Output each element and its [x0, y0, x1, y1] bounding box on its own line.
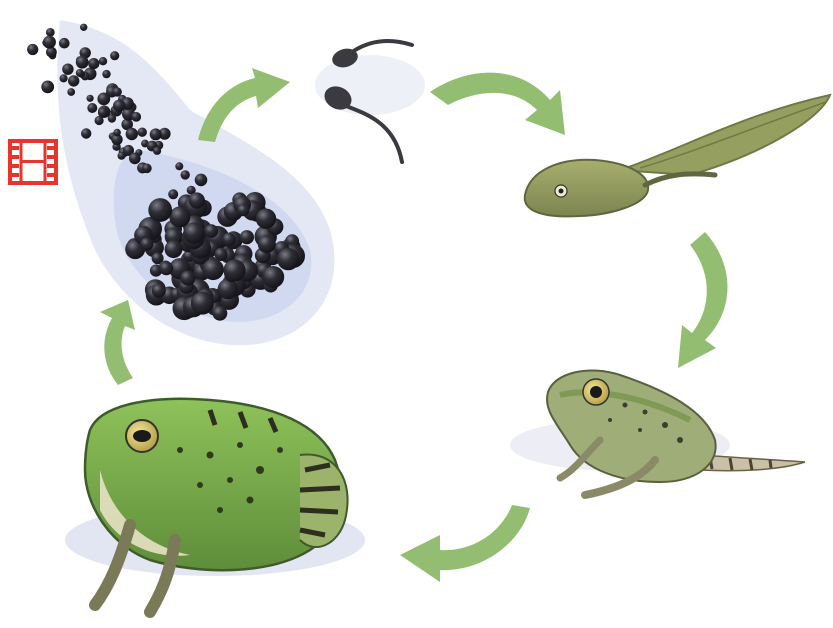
egg	[150, 128, 162, 140]
egg	[60, 74, 68, 82]
egg	[43, 36, 56, 49]
egg	[118, 152, 126, 160]
arrow-tadpole-to-froglet-icon	[678, 232, 728, 368]
egg	[76, 69, 84, 77]
egg	[88, 58, 99, 69]
egg	[181, 170, 190, 179]
egg	[214, 248, 227, 261]
film-icon[interactable]	[8, 139, 58, 185]
egg	[240, 230, 254, 244]
arrow-adult-to-eggs-icon	[100, 300, 135, 385]
egg	[113, 87, 122, 96]
frog-spawn-eggs-icon	[27, 20, 334, 345]
egg	[62, 63, 73, 74]
egg	[76, 56, 89, 69]
egg	[262, 266, 284, 288]
egg	[142, 164, 152, 174]
egg	[258, 235, 276, 253]
egg	[99, 57, 107, 65]
egg	[113, 100, 125, 112]
egg	[46, 28, 55, 37]
egg	[113, 129, 121, 137]
egg	[213, 306, 228, 321]
tadpole-icon	[525, 95, 830, 216]
arrow-eggs-to-hatchlings-icon	[198, 68, 290, 142]
egg	[108, 114, 116, 122]
egg	[68, 75, 79, 86]
egg	[277, 248, 299, 270]
egg	[80, 24, 87, 31]
tadpole-hatchlings-icon	[315, 41, 425, 162]
egg	[180, 271, 195, 286]
adult-frog-icon	[65, 399, 365, 612]
egg	[87, 103, 97, 113]
egg	[131, 112, 141, 122]
egg	[237, 204, 249, 216]
egg	[189, 192, 205, 208]
egg	[140, 238, 153, 251]
egg	[138, 128, 147, 137]
egg	[153, 147, 161, 155]
egg	[148, 198, 172, 222]
arrow-hatchlings-to-tadpole-icon	[430, 73, 565, 135]
egg	[110, 51, 119, 60]
egg	[191, 292, 214, 315]
egg	[81, 128, 91, 138]
egg	[205, 224, 219, 238]
egg	[223, 259, 245, 281]
egg	[218, 279, 238, 299]
egg	[202, 259, 223, 280]
egg	[183, 222, 204, 243]
arrow-froglet-to-adult-icon	[400, 505, 530, 582]
egg	[195, 174, 208, 187]
egg	[98, 108, 108, 118]
egg	[102, 70, 110, 78]
egg	[87, 95, 94, 102]
egg	[126, 128, 138, 140]
egg	[256, 209, 276, 229]
egg	[59, 38, 70, 49]
egg	[175, 162, 183, 170]
egg	[67, 88, 75, 96]
egg	[159, 262, 173, 276]
egg	[129, 153, 141, 165]
egg	[152, 284, 166, 298]
egg	[169, 206, 190, 227]
egg	[168, 189, 178, 199]
egg	[165, 240, 183, 258]
egg	[27, 44, 38, 55]
froglet-with-tail-icon	[510, 370, 805, 495]
egg	[41, 81, 54, 94]
egg	[222, 233, 236, 247]
